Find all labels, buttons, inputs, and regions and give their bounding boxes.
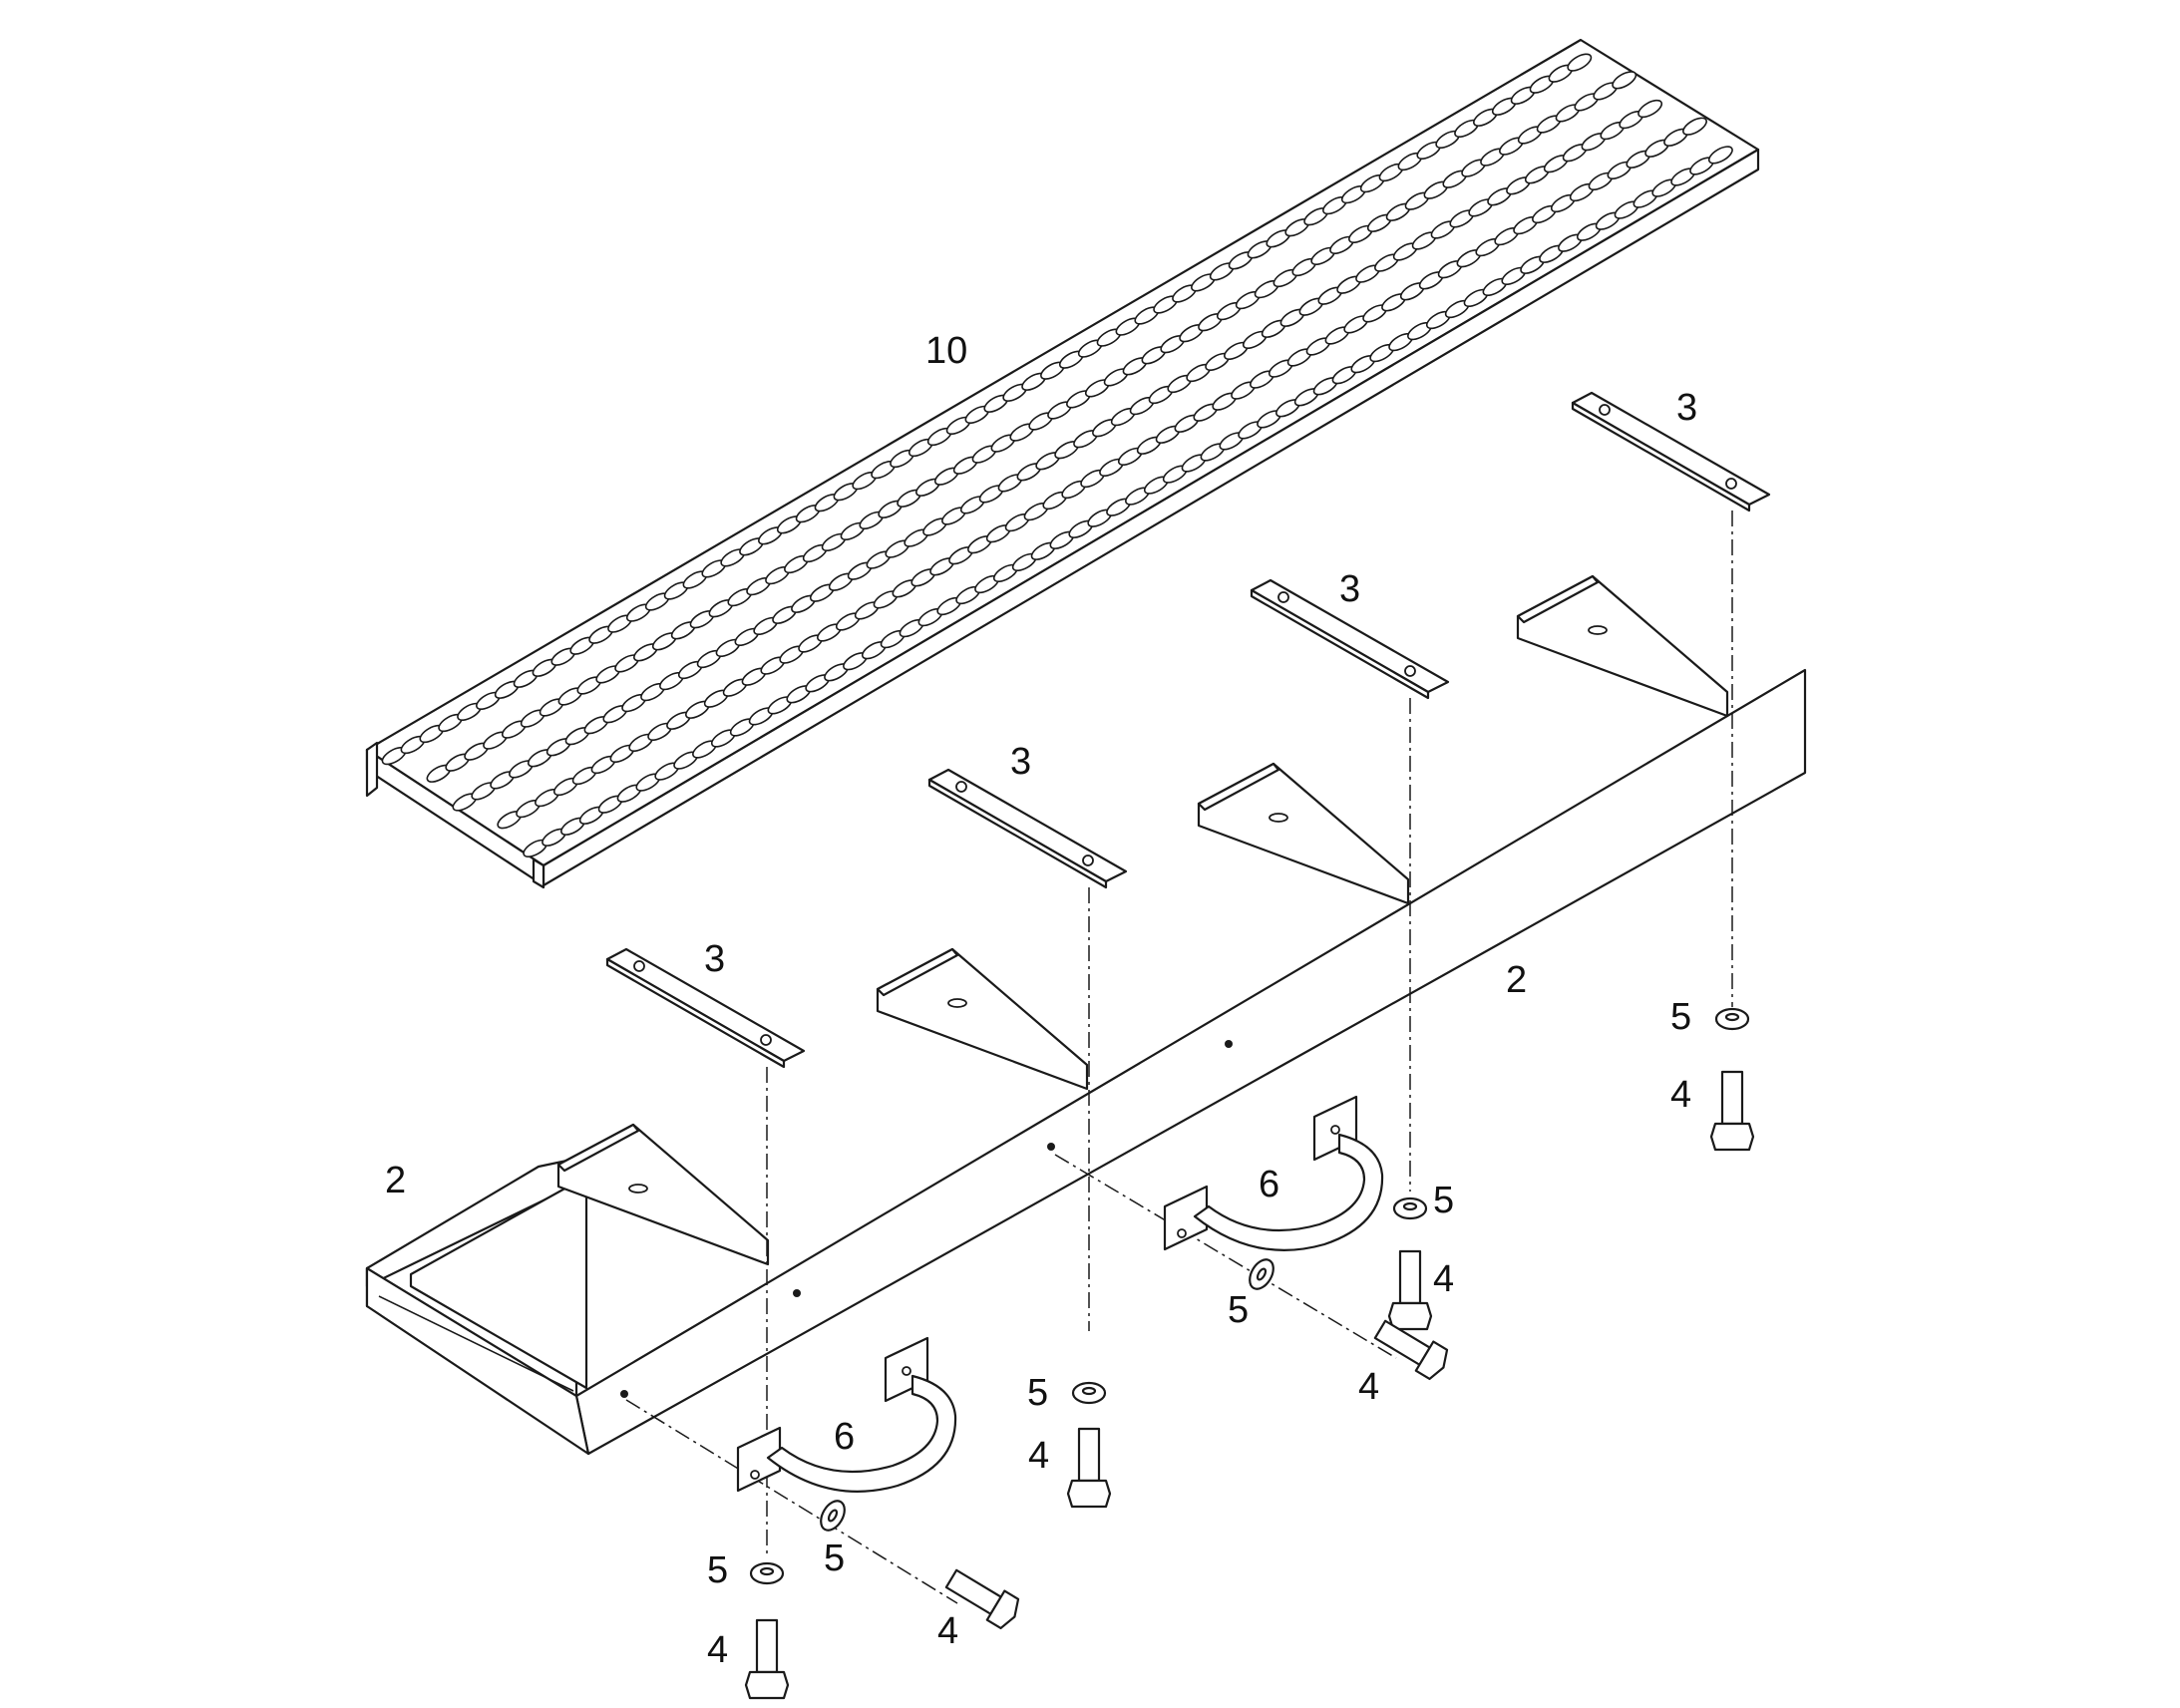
clamp-plate-4 — [1571, 391, 1771, 512]
callout-plate: 3 — [1676, 387, 1697, 429]
cross-bracket-2 — [876, 947, 1089, 1091]
bolt — [744, 1618, 790, 1700]
bolt — [944, 1568, 1020, 1630]
callout-washer: 5 — [824, 1537, 845, 1579]
callout-handle: 6 — [1259, 1164, 1279, 1205]
callouts: 10 2 2 3 3 3 3 6 6 5 5 5 5 5 5 4 4 4 4 4… — [385, 330, 1697, 1671]
cross-bracket-1 — [556, 1123, 770, 1266]
clamp-plate-3 — [1250, 578, 1450, 700]
perforation-hole — [1567, 53, 1593, 72]
callout-washer: 5 — [1027, 1372, 1048, 1414]
cross-bracket-3 — [1197, 762, 1410, 905]
callout-side-rail: 2 — [385, 1160, 406, 1201]
callout-washer: 5 — [1228, 1289, 1249, 1331]
handle-left — [736, 1336, 957, 1493]
callout-bolt: 4 — [937, 1610, 958, 1652]
callout-bolt: 4 — [1433, 1258, 1454, 1300]
bolt — [1709, 1070, 1755, 1152]
assembly-centerlines — [625, 511, 1733, 1604]
handle-right — [1163, 1095, 1384, 1251]
washer — [1714, 1007, 1750, 1031]
grating-perforations — [381, 53, 1733, 858]
rail-hole — [620, 1390, 628, 1398]
washer — [820, 1500, 846, 1532]
cross-bracket-4 — [1516, 574, 1729, 718]
washers — [749, 1007, 1750, 1585]
bolts — [744, 1070, 1755, 1700]
callout-plate: 3 — [1339, 568, 1360, 610]
perforation-hole — [1612, 71, 1637, 90]
callout-washer: 5 — [707, 1549, 728, 1591]
cross-brackets — [556, 574, 1729, 1398]
rail-hole — [1047, 1143, 1055, 1151]
bolt — [1066, 1427, 1112, 1509]
callout-bolt: 4 — [707, 1629, 728, 1671]
callout-plate: 3 — [1010, 741, 1031, 783]
perforation-hole — [1637, 99, 1663, 119]
callout-bolt: 4 — [1670, 1074, 1691, 1116]
callout-side-rail: 2 — [1506, 959, 1527, 1001]
callout-washer: 5 — [1670, 996, 1691, 1038]
callout-plate: 3 — [704, 938, 725, 980]
callout-grating: 10 — [925, 330, 967, 372]
callout-bolt: 4 — [1358, 1366, 1379, 1408]
perforation-hole — [1682, 117, 1707, 136]
rail-hole — [793, 1289, 801, 1297]
rail-hole — [1225, 1040, 1233, 1048]
washer — [1249, 1258, 1274, 1290]
washer — [749, 1561, 785, 1585]
side-rail — [365, 668, 1807, 1456]
bolt — [1373, 1319, 1449, 1381]
washer — [1071, 1381, 1107, 1405]
clamp-plate-1 — [605, 947, 806, 1069]
callout-bolt: 4 — [1028, 1435, 1049, 1477]
clamp-plate-2 — [927, 768, 1128, 889]
washer — [1392, 1196, 1428, 1220]
callout-handle: 6 — [834, 1416, 855, 1458]
callout-washer: 5 — [1433, 1180, 1454, 1221]
grating-step — [365, 38, 1760, 889]
perforation-hole — [1707, 146, 1733, 165]
bolt — [1387, 1249, 1433, 1331]
